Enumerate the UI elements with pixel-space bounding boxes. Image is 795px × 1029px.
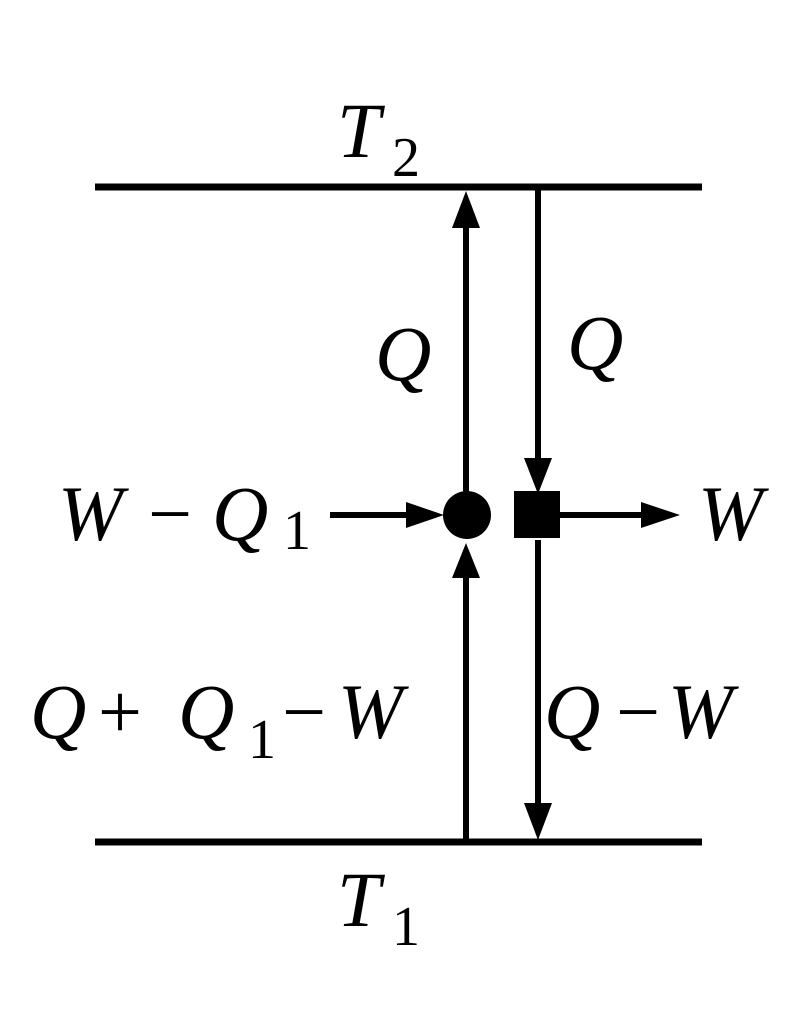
work-input-w: W	[58, 470, 129, 557]
left-lower-plus: +	[98, 668, 142, 755]
left-upper-arrowhead	[452, 191, 480, 228]
work-input-arrowhead	[406, 502, 444, 528]
left-lower-arrowhead	[452, 543, 480, 578]
work-input-subscript: 1	[283, 500, 311, 562]
work-input-label: W − Q 1	[58, 470, 311, 562]
work-output-label: W	[698, 470, 769, 557]
engine-node	[514, 491, 560, 538]
left-lower-subscript: 1	[248, 709, 276, 771]
work-input-q: Q	[212, 470, 268, 557]
hot-reservoir-label: T	[337, 87, 385, 174]
left-lower-flow-label: Q + Q 1 − W	[30, 668, 409, 771]
right-lower-flow-label: Q − W	[544, 668, 739, 755]
work-input-minus: −	[148, 470, 192, 557]
right-lower-minus: −	[616, 668, 660, 755]
right-upper-flow-label: Q	[567, 299, 623, 386]
refrigerator-node	[443, 491, 491, 539]
left-lower-q1: Q	[178, 668, 234, 755]
work-output-arrowhead	[641, 502, 680, 528]
hot-reservoir-subscript: 2	[392, 127, 420, 189]
cold-reservoir-subscript: 1	[392, 896, 420, 958]
left-lower-q: Q	[30, 668, 86, 755]
left-lower-minus: −	[282, 668, 326, 755]
left-lower-w: W	[338, 668, 409, 755]
cold-reservoir-label: T	[337, 856, 385, 943]
right-lower-w: W	[668, 668, 739, 755]
right-upper-arrowhead	[524, 458, 552, 494]
left-upper-flow-label: Q	[375, 310, 431, 397]
right-lower-q: Q	[544, 668, 600, 755]
right-lower-arrowhead	[524, 803, 552, 840]
